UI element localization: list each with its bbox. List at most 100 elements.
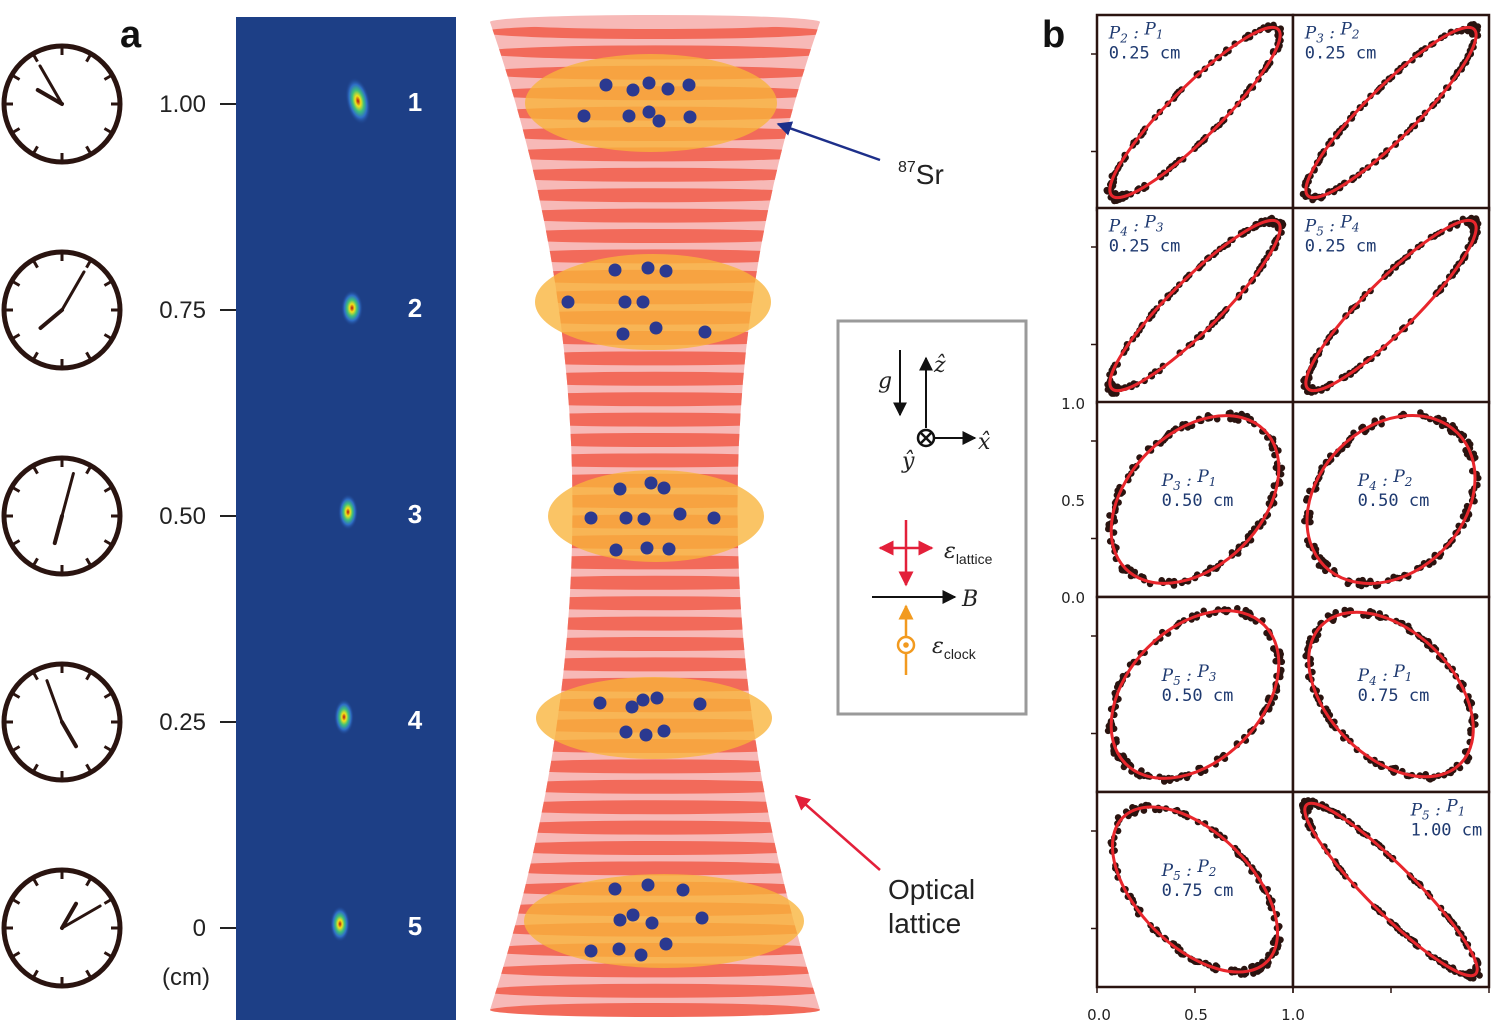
- pair-label: P4 : P3: [1108, 212, 1164, 238]
- atom-cloud: [548, 470, 764, 562]
- atom: [636, 295, 650, 309]
- separation-label: 0.25 cm: [1305, 236, 1377, 256]
- atom: [659, 264, 673, 278]
- clock-icon: [1, 661, 123, 783]
- panel-a-letter: a: [120, 14, 142, 56]
- height-tick-2: 0.75: [159, 297, 206, 324]
- atom: [584, 511, 598, 525]
- optical-lattice: [490, 15, 820, 1017]
- atom: [640, 541, 654, 555]
- ellipse-fit: [1304, 25, 1478, 200]
- lattice-label-line2: lattice: [888, 908, 961, 939]
- atom: [642, 76, 656, 90]
- atom: [637, 512, 651, 526]
- atom: [618, 295, 632, 309]
- cloud-index-3: 3: [408, 499, 422, 529]
- separation-label: 0.75 cm: [1358, 686, 1430, 706]
- ellipse-cell: P3 : P20.25 cm: [1291, 13, 1491, 212]
- atom: [626, 83, 640, 97]
- sr-callout: 87Sr: [776, 121, 944, 190]
- atom: [641, 261, 655, 275]
- atom: [622, 109, 636, 123]
- ellipse-fit: [1304, 218, 1478, 393]
- separation-label: 0.25 cm: [1109, 43, 1181, 63]
- atom-cloud-image-4: [334, 699, 354, 735]
- atom: [613, 913, 627, 927]
- atom: [625, 700, 639, 714]
- b-ytick-2: 0.5: [1061, 492, 1085, 510]
- b-xtick-2: 0.5: [1184, 1006, 1208, 1024]
- atom: [608, 263, 622, 277]
- atom-cloud: [524, 874, 804, 968]
- ellipse-fit: [1305, 414, 1477, 585]
- pair-label: P3 : P1: [1161, 467, 1217, 493]
- atom: [608, 882, 622, 896]
- atom: [652, 114, 666, 128]
- pair-label: P4 : P1: [1357, 662, 1413, 688]
- coordinate-legend: g ẑ x̂ ŷ εlattice B εclock: [836, 319, 1028, 716]
- clock-icon: [1, 43, 123, 165]
- separation-label: 0.25 cm: [1109, 236, 1181, 256]
- atom: [642, 105, 656, 119]
- clock-icon: [1, 867, 123, 989]
- atom: [612, 942, 626, 956]
- atom: [693, 697, 707, 711]
- clock-icons: [1, 43, 123, 989]
- eps-lattice-label: εlattice: [944, 539, 993, 567]
- height-tick-1: 1.00: [159, 91, 206, 118]
- atom: [673, 507, 687, 521]
- atom: [661, 82, 675, 96]
- sr-label: 87Sr: [898, 159, 944, 190]
- ellipse-cell: P3 : P10.50 cm: [1091, 400, 1295, 599]
- atom-cloud: [525, 54, 777, 152]
- ellipse-cell: P5 : P30.50 cm: [1091, 595, 1295, 794]
- ellipse-fit: [1109, 414, 1281, 585]
- z-axis-label: ẑ: [933, 353, 946, 378]
- separation-label: 0.75 cm: [1162, 881, 1234, 901]
- b-ytick-1: 1.0: [1061, 395, 1085, 413]
- atom: [657, 481, 671, 495]
- atom-cloud-image-3: [338, 494, 358, 530]
- atom: [644, 476, 658, 490]
- height-axis: 1.00 0.75 0.50 0.25 0 (cm): [159, 91, 236, 991]
- pair-label: P5 : P1: [1410, 796, 1466, 822]
- b-xtick-3: 1.0: [1281, 1006, 1305, 1024]
- ellipse-cell: P4 : P10.75 cm: [1291, 595, 1491, 794]
- atom: [650, 691, 664, 705]
- atom: [649, 321, 663, 335]
- lattice-label-line1: Optical: [888, 874, 975, 905]
- atom: [707, 511, 721, 525]
- b-field-label: B: [961, 587, 978, 612]
- cloud-index-5: 5: [408, 911, 422, 941]
- atom: [616, 327, 630, 341]
- atom: [639, 728, 653, 742]
- atom-cloud: [536, 677, 772, 759]
- atom: [657, 724, 671, 738]
- ellipse-fit: [1109, 609, 1281, 780]
- atom: [682, 78, 696, 92]
- atom: [641, 878, 655, 892]
- separation-label: 0.50 cm: [1162, 686, 1234, 706]
- atom: [619, 511, 633, 525]
- cloud-index-2: 2: [408, 293, 422, 323]
- atom: [584, 944, 598, 958]
- ellipse-cell: P5 : P11.00 cm: [1291, 790, 1491, 993]
- atom: [645, 916, 659, 930]
- atom: [676, 883, 690, 897]
- atom-cloud-image-5: [330, 906, 350, 942]
- ellipse-cell: P5 : P40.25 cm: [1291, 206, 1491, 405]
- atom: [698, 325, 712, 339]
- atom: [695, 911, 709, 925]
- ellipse-fit: [1307, 610, 1475, 779]
- ellipse-fit: [1108, 25, 1282, 200]
- atom: [599, 78, 613, 92]
- atom-cloud-image-2: [341, 290, 363, 326]
- panel-b-axes: 1.0 0.5 0.0 0.0 0.5 1.0: [1061, 395, 1305, 1024]
- height-tick-4: 0.25: [159, 709, 206, 736]
- separation-label: 0.50 cm: [1358, 491, 1430, 511]
- height-tick-5: 0: [193, 915, 206, 942]
- cloud-index-4: 4: [408, 705, 423, 735]
- ellipse-fit: [1303, 801, 1479, 978]
- b-ytick-3: 0.0: [1061, 589, 1085, 607]
